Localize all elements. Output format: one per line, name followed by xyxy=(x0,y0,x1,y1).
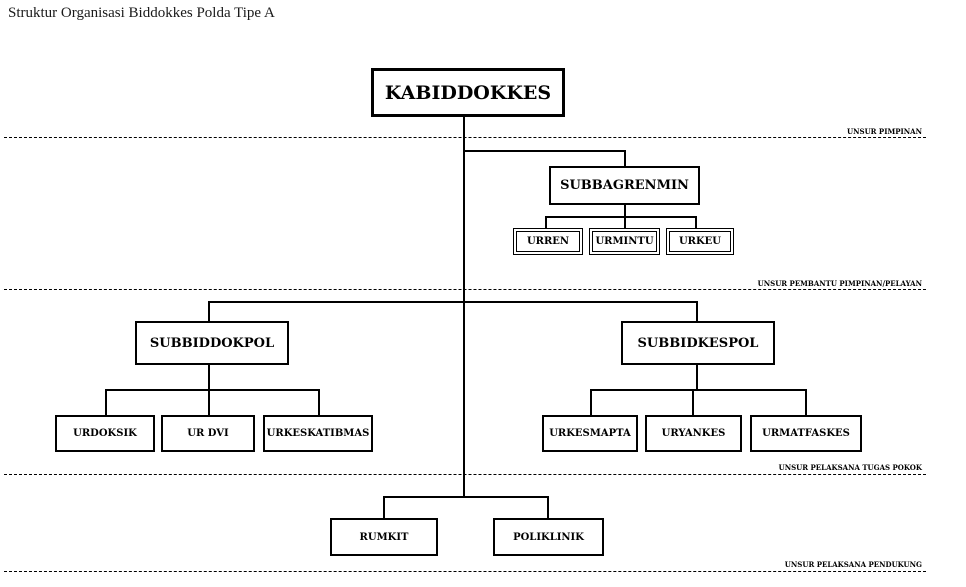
connector-rumkit xyxy=(383,496,385,518)
label-kabiddokkes: KABIDDOKKES xyxy=(384,81,552,104)
connector-urkeu xyxy=(695,216,697,228)
connector-urdoksik xyxy=(105,389,107,415)
label-ur-dvi: UR DVI xyxy=(187,428,229,439)
connector-subbid-h xyxy=(208,301,698,303)
connector-urren xyxy=(545,216,547,228)
box-kabiddokkes: KABIDDOKKES xyxy=(371,68,565,117)
section-divider-tugas-pokok xyxy=(4,474,926,475)
connector-urmatfaskes xyxy=(805,389,807,415)
label-uryankes: URYANKES xyxy=(661,428,726,439)
label-rumkit: RUMKIT xyxy=(359,531,409,543)
connector-dokpol-children-h xyxy=(105,389,320,391)
label-subbiddokpol: SUBBIDDOKPOL xyxy=(149,335,275,351)
connector-renmin-down xyxy=(624,205,626,217)
box-uryankes: URYANKES xyxy=(645,415,742,452)
page-title: Struktur Organisasi Biddokkes Polda Tipe… xyxy=(8,5,275,21)
section-divider-pembantu xyxy=(4,289,926,290)
section-label-pembantu: UNSUR PEMBANTU PIMPINAN/PELAYAN xyxy=(757,279,922,288)
connector-subbidkespol xyxy=(696,301,698,321)
box-urkeskatibmas: URKESKATIBMAS xyxy=(263,415,373,452)
connector-kespol-down xyxy=(696,365,698,391)
label-subbidkespol: SUBBIDKESPOL xyxy=(637,335,759,351)
box-subbidkespol: SUBBIDKESPOL xyxy=(621,321,775,365)
connector-renmin-children-h xyxy=(545,216,697,218)
box-urren: URREN xyxy=(513,228,583,255)
box-subbiddokpol: SUBBIDDOKPOL xyxy=(135,321,289,365)
connector-subbagrenmin-h xyxy=(463,150,626,152)
connector-pendukung-h xyxy=(383,496,549,498)
box-rumkit: RUMKIT xyxy=(330,518,438,556)
connector-ur-dvi xyxy=(208,389,210,415)
label-urdoksik: URDOKSIK xyxy=(73,428,137,439)
label-urkeskatibmas: URKESKATIBMAS xyxy=(266,428,370,439)
box-urkesmapta: URKESMAPTA xyxy=(542,415,638,452)
connector-urmintu xyxy=(624,216,626,228)
connector-main-spine xyxy=(463,117,465,498)
box-subbagrenmin: SUBBAGRENMIN xyxy=(549,166,700,205)
section-label-pimpinan: UNSUR PIMPINAN xyxy=(847,127,922,136)
connector-poliklinik xyxy=(547,496,549,518)
label-urmintu: URMINTU xyxy=(595,236,654,247)
box-urkeu: URKEU xyxy=(666,228,734,255)
label-subbagrenmin: SUBBAGRENMIN xyxy=(560,178,689,193)
box-urmintu: URMINTU xyxy=(589,228,660,255)
box-ur-dvi: UR DVI xyxy=(161,415,255,452)
section-divider-pendukung xyxy=(4,571,926,572)
label-urren: URREN xyxy=(526,236,570,247)
label-urkesmapta: URKESMAPTA xyxy=(549,428,631,439)
connector-subbiddokpol xyxy=(208,301,210,321)
connector-uryankes xyxy=(692,389,694,415)
connector-urkeskatibmas xyxy=(318,389,320,415)
section-label-pendukung: UNSUR PELAKSANA PENDUKUNG xyxy=(784,560,922,569)
section-divider-pimpinan xyxy=(4,137,926,138)
label-urkeu: URKEU xyxy=(678,236,722,247)
label-urmatfaskes: URMATFASKES xyxy=(762,428,850,439)
box-urdoksik: URDOKSIK xyxy=(55,415,155,452)
connector-kespol-children-h xyxy=(590,389,807,391)
label-poliklinik: POLIKLINIK xyxy=(513,531,584,543)
section-label-tugas-pokok: UNSUR PELAKSANA TUGAS POKOK xyxy=(778,463,922,472)
connector-subbagrenmin-v xyxy=(624,150,626,166)
box-poliklinik: POLIKLINIK xyxy=(493,518,604,556)
connector-urkesmapta xyxy=(590,389,592,415)
connector-dokpol-down xyxy=(208,365,210,391)
box-urmatfaskes: URMATFASKES xyxy=(750,415,862,452)
